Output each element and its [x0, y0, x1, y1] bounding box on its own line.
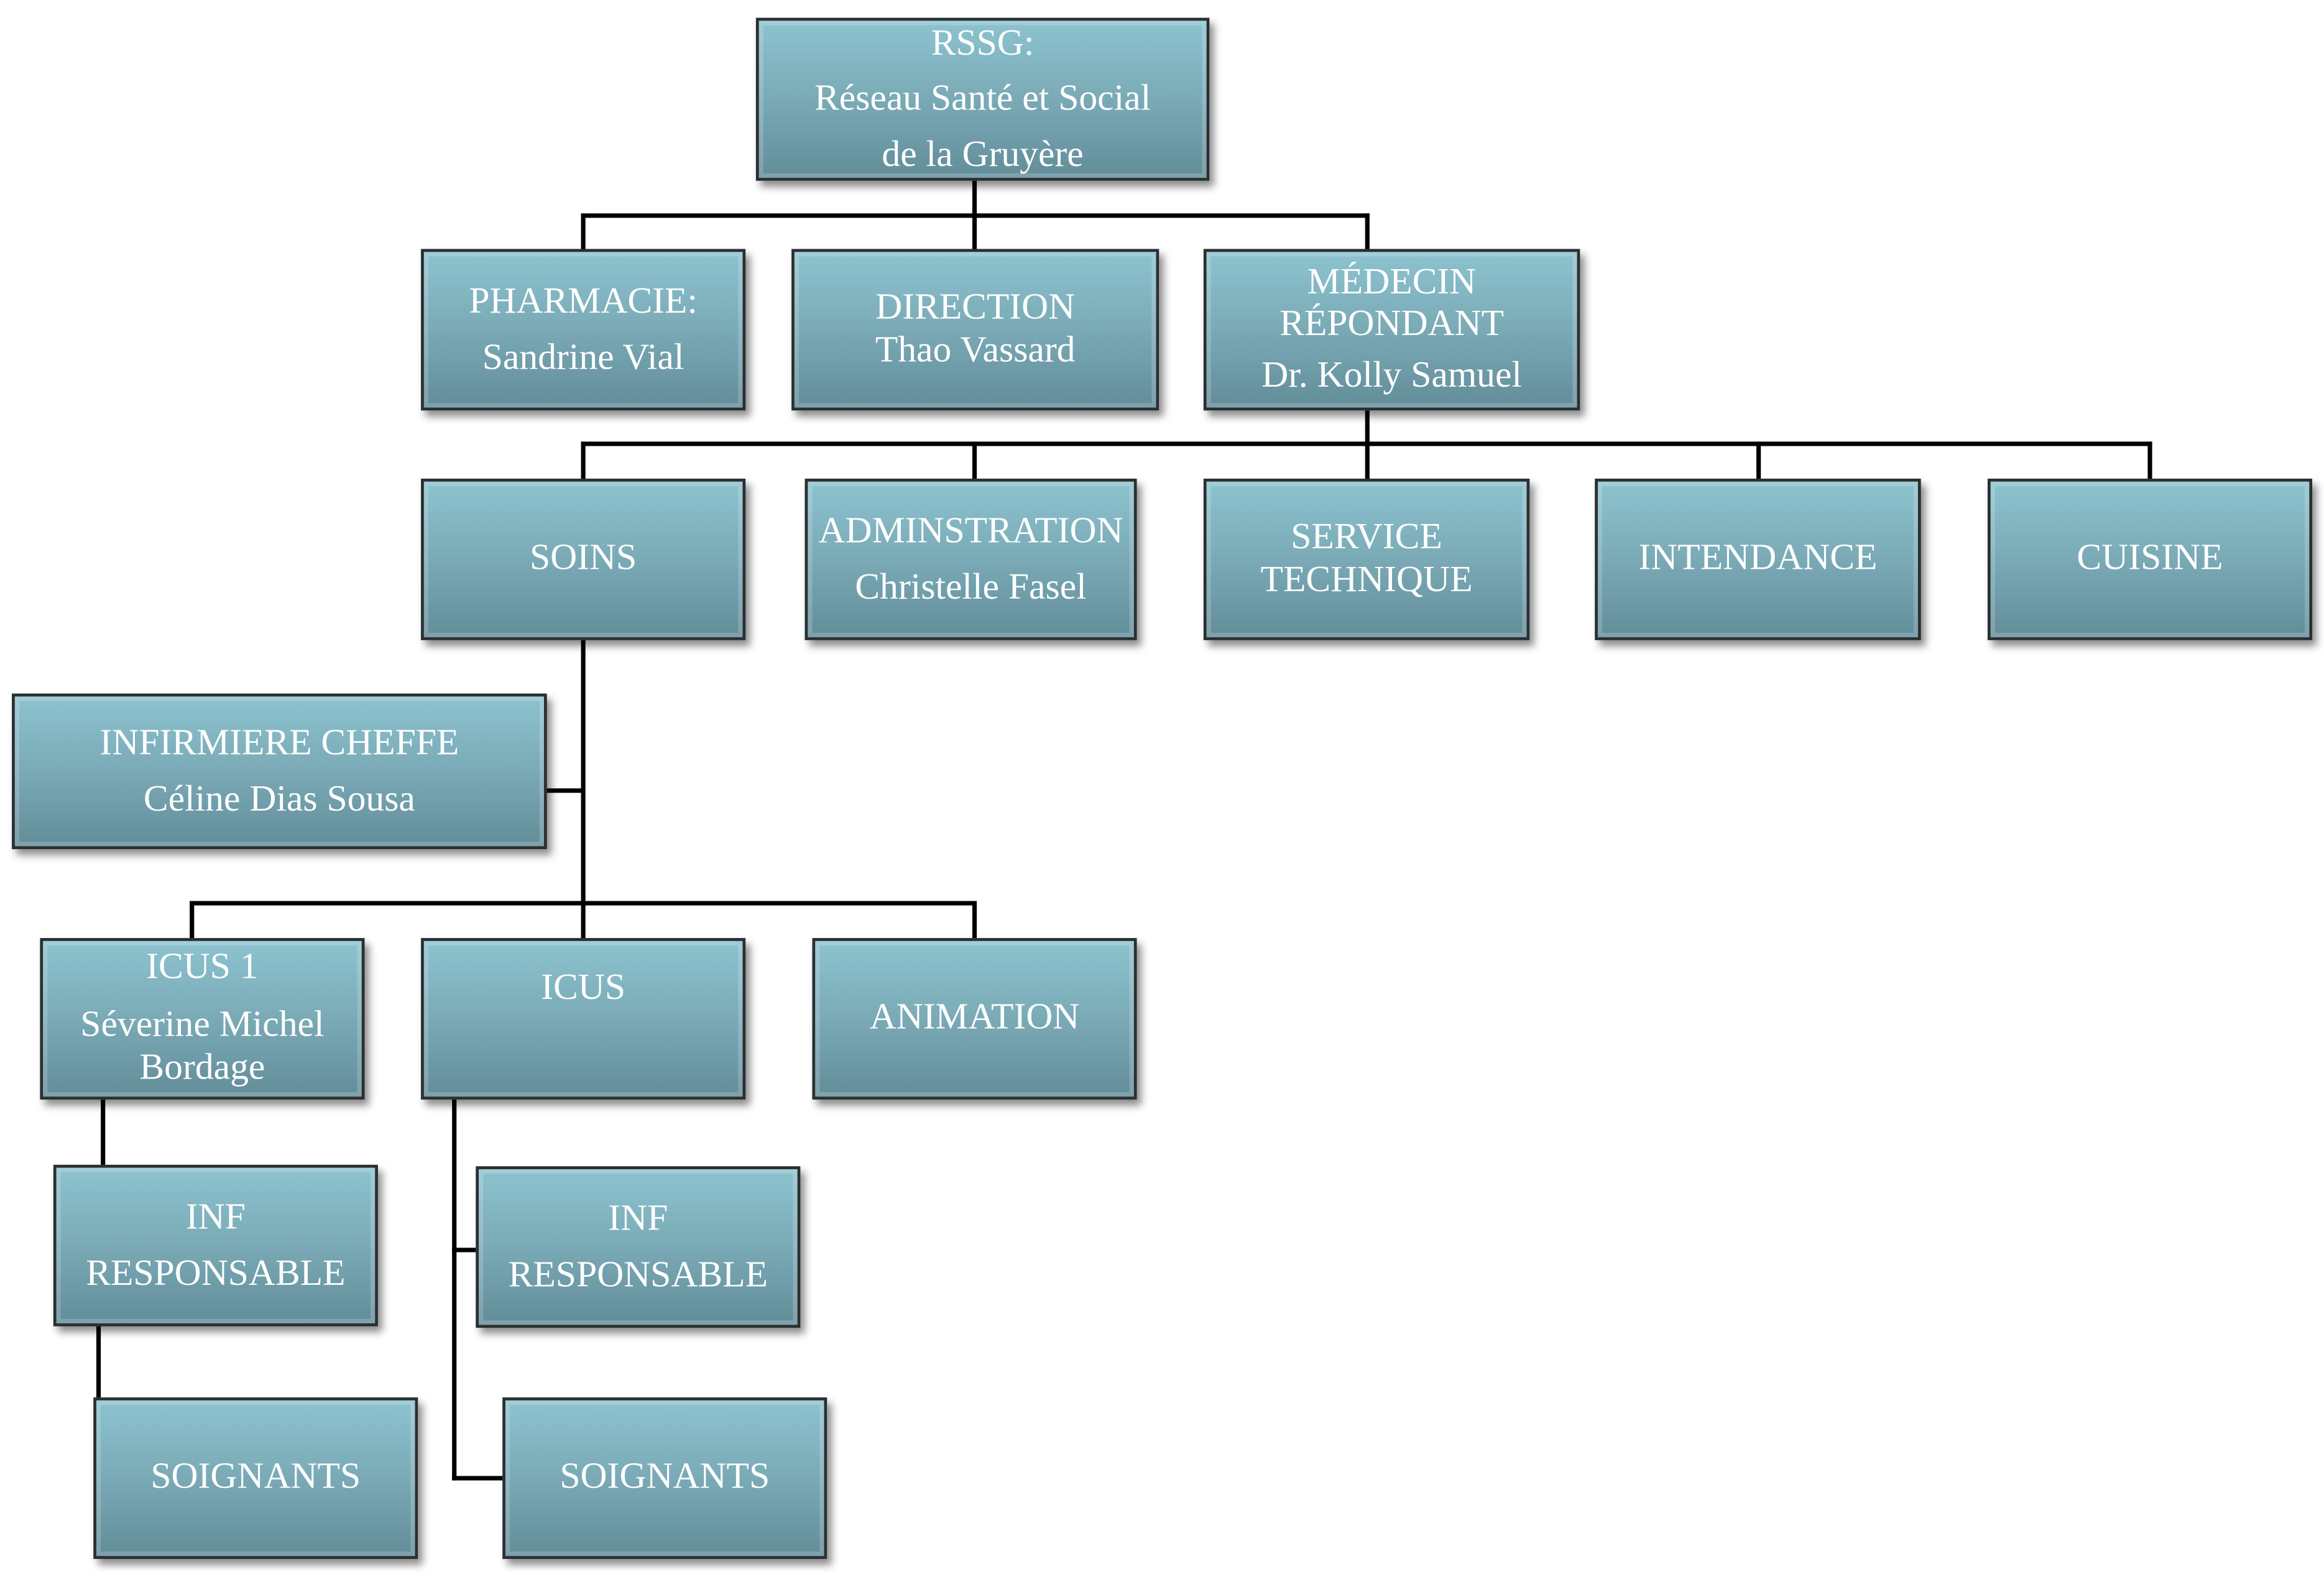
node-soignants-2: SOIGNANTS [502, 1397, 828, 1559]
node-text: de la Gruyère [882, 134, 1084, 175]
connector [452, 1476, 503, 1481]
node-cuisine: CUISINE [1987, 479, 2313, 640]
node-title: ANIMATION [869, 997, 1080, 1038]
node-rssg: RSSG: Réseau Santé et Social de la Gruyère [755, 17, 1210, 181]
node-person: Thao Vassard [875, 329, 1076, 370]
node-administration: ADMINSTRATION Christelle Fasel [805, 479, 1137, 640]
connector [972, 901, 977, 939]
connector [452, 1099, 457, 1481]
node-title: INF [608, 1198, 668, 1239]
connector [96, 1326, 101, 1398]
connector [190, 901, 977, 906]
node-title: RESPONSABLE [508, 1254, 768, 1295]
node-title: ADMINSTRATION [818, 511, 1123, 551]
node-title: CUISINE [2077, 538, 2223, 579]
node-icus: ICUS [421, 938, 746, 1100]
node-text: Réseau Santé et Social [814, 78, 1151, 119]
connector [101, 1099, 106, 1165]
node-title: ICUS [541, 967, 626, 1008]
node-person: Séverine Michel [80, 1005, 325, 1046]
node-title: INFIRMIERE CHEFFE [99, 723, 459, 763]
node-person: Sandrine Vial [482, 337, 685, 377]
connector [546, 788, 584, 793]
node-title: TECHNIQUE [1260, 559, 1473, 600]
node-animation: ANIMATION [812, 938, 1137, 1100]
node-person: Dr. Kolly Samuel [1261, 356, 1522, 397]
node-title: SERVICE [1291, 517, 1442, 557]
node-title: SOINS [529, 538, 637, 579]
node-person: Céline Dias Sousa [143, 778, 415, 819]
connector [581, 441, 586, 479]
node-title: ICUS 1 [146, 947, 259, 988]
connector [581, 213, 586, 249]
node-person: Christelle Fasel [855, 566, 1087, 607]
connector [452, 1248, 476, 1253]
connector [1756, 441, 1761, 479]
connector [190, 901, 195, 939]
connector [581, 213, 1370, 218]
node-title: INF [185, 1197, 246, 1238]
node-soins: SOINS [421, 479, 746, 640]
node-title: PHARMACIE: [469, 281, 698, 322]
node-title: RESPONSABLE [86, 1253, 346, 1294]
node-pharmacie: PHARMACIE: Sandrine Vial [421, 249, 746, 411]
node-inf-responsable-1: INF RESPONSABLE [53, 1164, 378, 1326]
node-title: MÉDECIN [1307, 262, 1477, 303]
node-inf-responsable-2: INF RESPONSABLE [476, 1166, 801, 1328]
node-title: RSSG: [931, 23, 1035, 63]
node-intendance: INTENDANCE [1595, 479, 1921, 640]
connector [2147, 441, 2152, 479]
node-soignants-1: SOIGNANTS [93, 1397, 418, 1559]
connector [581, 441, 2152, 446]
node-infirmiere-cheffe: INFIRMIERE CHEFFE Céline Dias Sousa [12, 693, 547, 850]
node-title: INTENDANCE [1638, 538, 1878, 579]
node-title: DIRECTION [875, 287, 1076, 328]
connector [1365, 213, 1370, 249]
connector [972, 441, 977, 479]
node-title: RÉPONDANT [1280, 303, 1505, 344]
node-title: SOIGNANTS [560, 1456, 770, 1497]
node-title: SOIGNANTS [150, 1456, 361, 1497]
node-person: Bordage [139, 1047, 265, 1088]
